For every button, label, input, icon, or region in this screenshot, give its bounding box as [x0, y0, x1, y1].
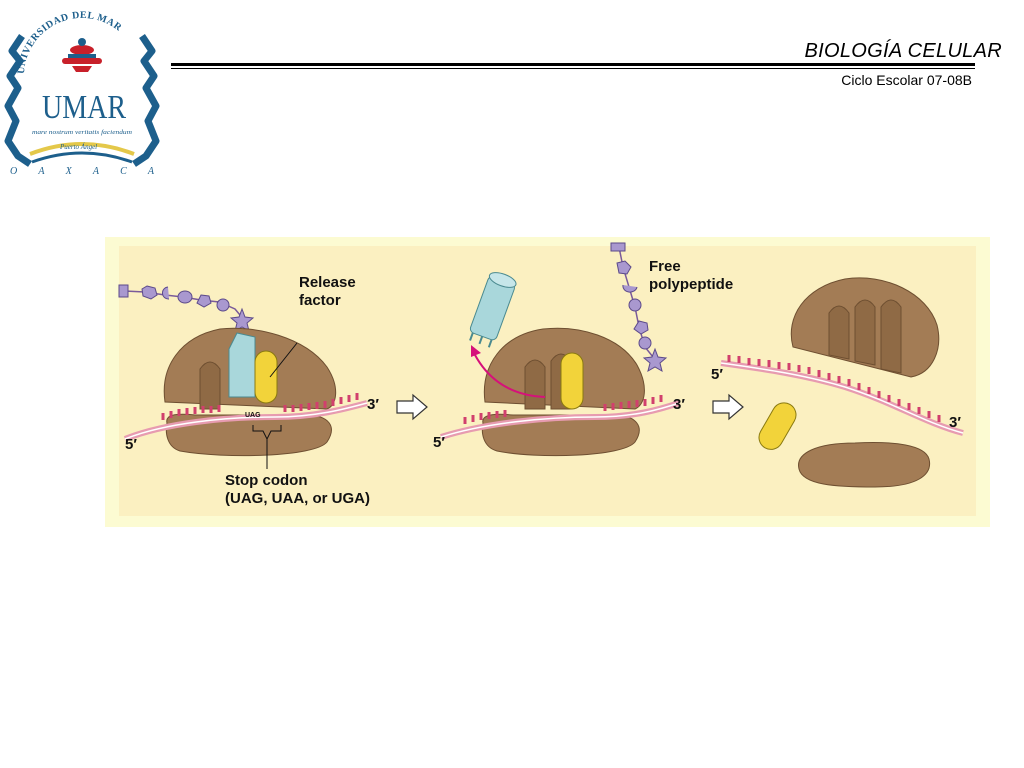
panel-3: 5′ 3′: [711, 277, 964, 488]
logo-monogram: UMAR: [42, 89, 126, 126]
panel-1: UAG Release factor Stop codon (UAG, UAA,…: [118, 274, 379, 507]
logo-crest: [62, 38, 102, 72]
five-prime-3: 5′: [711, 366, 723, 383]
logo-greek-key-left: [4, 34, 32, 167]
free-polypeptide-label-line2: polypeptide: [649, 276, 733, 293]
release-factor-1: [254, 350, 278, 404]
page-title: BIOLOGÍA CELULAR: [804, 40, 1002, 62]
free-polypeptide-chain: [610, 242, 668, 373]
logo-place: Puerto Ángel: [59, 143, 97, 151]
release-factor-label-line1: Release: [299, 274, 356, 291]
mrna-strand-3: [720, 360, 964, 436]
peptide-chain-1: [118, 284, 255, 333]
release-factor-3: [758, 402, 797, 450]
three-prime-1: 3′: [367, 396, 379, 413]
translation-termination-figure: UAG Release factor Stop codon (UAG, UAA,…: [105, 237, 990, 527]
codon-label: UAG: [245, 412, 261, 419]
logo-state: O A X A C A: [10, 166, 155, 177]
release-factor-label-line2: factor: [299, 292, 341, 309]
departing-trna-2: [469, 272, 517, 348]
termination-diagram: UAG Release factor Stop codon (UAG, UAA,…: [118, 242, 964, 507]
logo-motto: mare nostrum veritatis faciendum: [32, 129, 132, 136]
release-factor-2: [560, 352, 584, 410]
logo-waves: [29, 142, 135, 156]
step-arrow-2: [712, 393, 744, 421]
header-rule-thick: [171, 63, 975, 66]
university-logo: UNIVERSIDAD DEL MAR UMAR mare nostrum ve…: [4, 10, 160, 177]
three-prime-2: 3′: [673, 396, 685, 413]
three-prime-3: 3′: [949, 414, 961, 431]
mrna-bases-1: [161, 393, 359, 420]
stop-codon-label-line2: (UAG, UAA, or UGA): [225, 490, 370, 507]
panel-2: Free polypeptide 5′ 3′: [433, 242, 733, 457]
page-subtitle: Ciclo Escolar 07-08B: [841, 72, 972, 88]
header-rule-thin: [171, 68, 975, 69]
stop-codon-label-line1: Stop codon: [225, 472, 308, 489]
ribosome-small-subunit-3: [798, 442, 931, 488]
step-arrow-1: [396, 393, 428, 421]
free-polypeptide-label-line1: Free: [649, 258, 681, 275]
release-arrow: [474, 354, 546, 398]
trna-1: [228, 332, 256, 398]
logo-greek-key-right: [132, 34, 160, 167]
five-prime-2: 5′: [433, 434, 445, 451]
five-prime-1: 5′: [125, 436, 137, 453]
logo-arc-text: UNIVERSIDAD DEL MAR: [16, 10, 124, 74]
